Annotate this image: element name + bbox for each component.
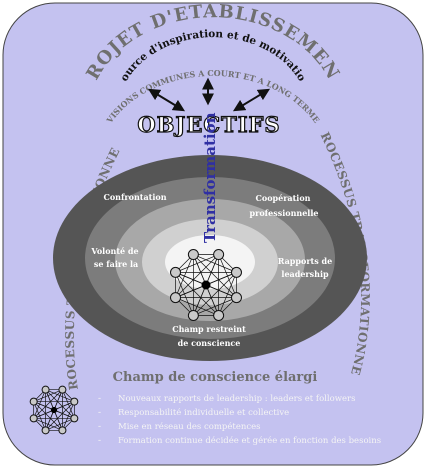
network-center-node <box>187 309 199 321</box>
label-confrontation: Confrontation <box>103 192 166 202</box>
network-small-node <box>41 385 50 394</box>
network-small-link <box>62 401 75 431</box>
network-small-node <box>70 414 79 423</box>
bullet-marker: - <box>98 408 101 418</box>
bullet-list: - Nouveaux rapports de leadership : leade… <box>98 394 381 446</box>
network-center-node <box>170 266 182 278</box>
label-rapports-line1: Rapports de <box>278 256 332 266</box>
network-center-spoke <box>175 284 207 298</box>
label-volonte-line2: se faire la <box>94 259 138 269</box>
label-rapports-line2: leadership <box>281 269 329 279</box>
bullet-item: Nouveaux rapports de leadership : leader… <box>118 394 355 404</box>
network-center-node <box>230 292 242 304</box>
network-small-link <box>45 401 75 431</box>
label-champ-restreint-line1: Champ restreint <box>172 324 246 334</box>
label-cooperation-line1: Coopération <box>255 193 310 203</box>
bullet-marker: - <box>98 394 101 404</box>
network-center-spoke <box>205 254 219 286</box>
network-small-node <box>29 414 38 423</box>
network-center-center-node <box>201 280 211 290</box>
transformation-label: Transformation <box>201 112 219 243</box>
objectifs-title: OBJECTIFS <box>137 112 280 137</box>
bullet-item: Formation continue décidée et gérée en f… <box>118 435 381 446</box>
network-small-node <box>29 397 38 406</box>
arrow-left <box>147 88 186 112</box>
champ-elargi-title: Champ de conscience élargi <box>113 370 318 385</box>
network-small-node <box>41 426 50 435</box>
bullet-marker: - <box>98 436 101 446</box>
objectives-arrows <box>147 77 271 112</box>
network-graphic-small <box>29 385 79 435</box>
bullet-marker: - <box>98 422 101 432</box>
network-center-link <box>193 272 237 316</box>
network-small-node <box>58 385 67 394</box>
network-center-spoke <box>205 272 237 286</box>
label-champ-restreint-line2: de conscience <box>178 338 241 348</box>
network-center-spoke <box>175 272 207 286</box>
network-small-center-node <box>50 406 58 414</box>
arrow-right <box>232 88 271 112</box>
network-center-node <box>230 266 242 278</box>
network-small-node <box>70 397 79 406</box>
network-center-node <box>213 249 225 261</box>
network-small-node <box>58 426 67 435</box>
network-center-node <box>187 249 199 261</box>
network-center-node <box>170 292 182 304</box>
network-graphic-center <box>170 249 242 321</box>
network-center-node <box>213 309 225 321</box>
bullet-item: Mise en réseau des compétences <box>118 421 260 432</box>
network-center-spoke <box>205 284 237 298</box>
network-center-link <box>218 272 237 316</box>
label-cooperation-line2: professionnelle <box>250 208 319 218</box>
label-volonte-line1: Volonté de <box>90 246 138 256</box>
bullet-item: Responsabilité individuelle et collectiv… <box>118 407 289 418</box>
network-center-spoke <box>193 254 207 286</box>
